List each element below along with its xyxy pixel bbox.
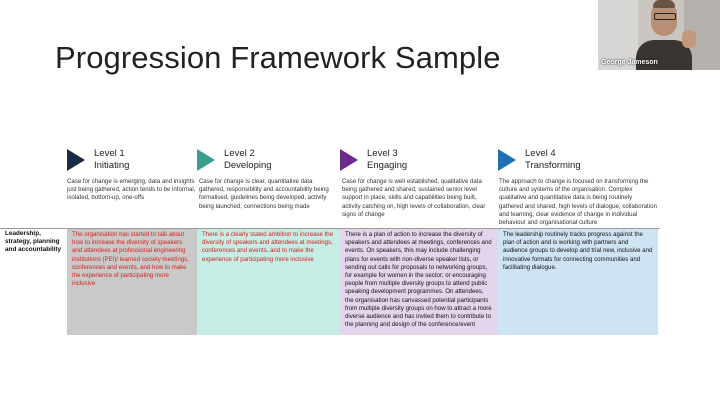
cell-level-4: The leadership routinely tracks progress…	[498, 229, 658, 335]
level-4-number: Level 4	[525, 148, 556, 159]
level-3-arrow-icon	[340, 149, 358, 171]
slide-title: Progression Framework Sample	[55, 40, 501, 75]
level-3-number: Level 3	[367, 148, 398, 159]
level-1-header: Level 1 Initiating	[67, 147, 197, 175]
cell-level-2: There is a clearly stated ambition to in…	[197, 229, 340, 335]
level-2-number: Level 2	[224, 148, 255, 159]
level-4-header: Level 4 Transforming	[498, 147, 658, 175]
row-label: Leadership, strategy, planning and accou…	[5, 230, 62, 254]
level-3-header: Level 3 Engaging	[340, 147, 498, 175]
level-4-name: Transforming	[525, 160, 581, 171]
level-1-name: Initiating	[94, 160, 130, 171]
level-3-description: Case for change is well established, qua…	[342, 178, 486, 218]
webcam-video-tile[interactable]: George Jameson	[598, 0, 720, 70]
level-4-arrow-icon	[498, 149, 516, 171]
level-2-arrow-icon	[197, 149, 215, 171]
level-1-description: Case for change is emerging, data and in…	[67, 178, 196, 202]
cell-level-3: There is a plan of action to increase th…	[340, 229, 498, 335]
level-2-description: Case for change is clear, quantitative d…	[199, 178, 329, 210]
level-1-number: Level 1	[94, 148, 125, 159]
level-2-name: Developing	[224, 160, 272, 171]
level-3-name: Engaging	[367, 160, 408, 171]
level-1-arrow-icon	[67, 149, 85, 171]
level-2-header: Level 2 Developing	[197, 147, 340, 175]
participant-name: George Jameson	[601, 59, 658, 66]
cell-level-1: The organisation has started to talk abo…	[67, 229, 197, 335]
table-divider	[0, 228, 660, 229]
level-4-description: The approach to change is focused on tra…	[499, 178, 657, 227]
